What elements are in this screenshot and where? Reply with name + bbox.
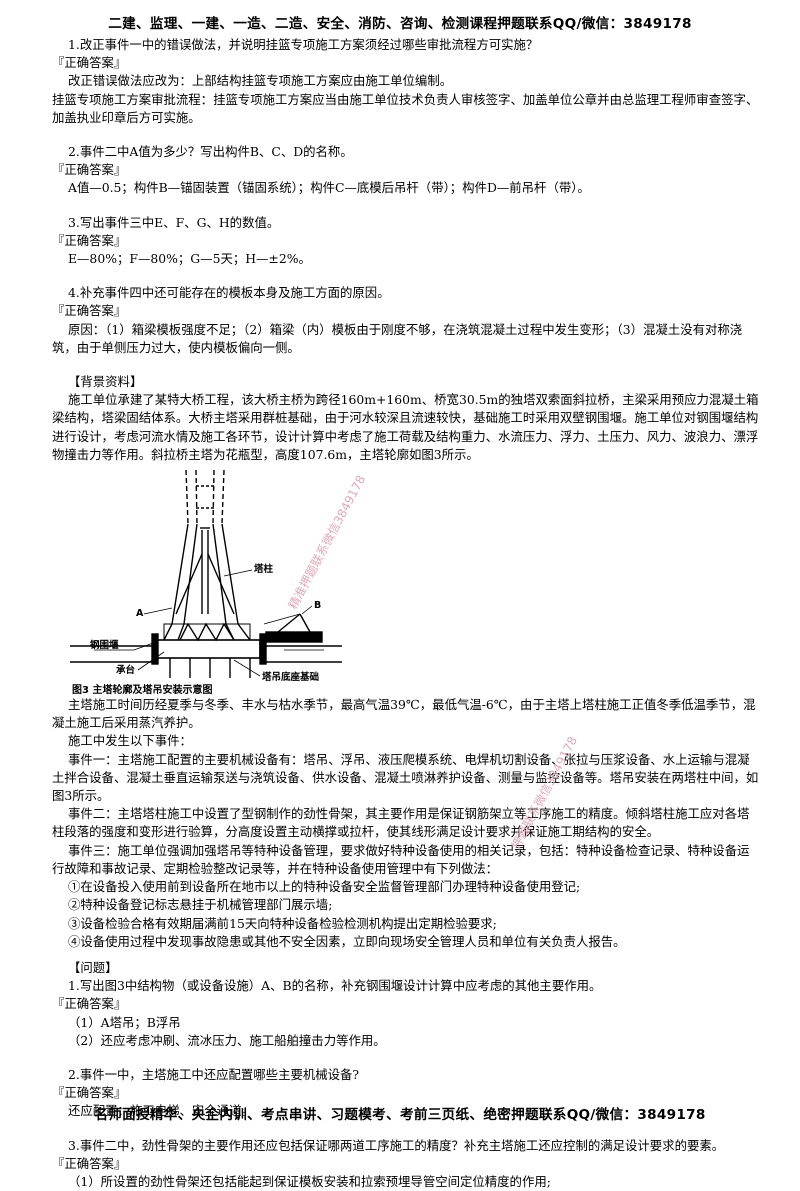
event-2: 事件二：主塔塔柱施工中设置了型钢制作的劲性骨架，其主要作用是保证钢筋架立等工序施… [52,806,750,840]
answer-label: 『正确答案』 [52,162,127,178]
label-crane-base: 塔吊底座基础 [262,671,320,683]
answer-text: 还应配置：施工电梯、安全通道。 [68,1103,254,1119]
page-header: 二建、监理、一建、一造、二造、安全、消防、咨询、检测课程押题联系QQ/微信：38… [108,16,692,32]
answer-text: E—80%；F—80%；G—5天；H—±2%。 [68,251,311,267]
paragraph: 施工中发生以下事件： [68,733,192,749]
question-1: 1.改正事件一中的错误做法，并说明挂篮专项施工方案须经过哪些审批流程方可实施？ [68,37,539,52]
question-2: 2.事件一中，主塔施工中还应配置哪些主要机械设备? [68,1066,360,1082]
question-1: 1.写出图3中结构物（或设备设施）A、B的名称，补充钢围堰设计计算中应考虑的其他… [68,978,602,994]
paragraph: 主塔施工时间历经夏季与冬季、丰水与枯水季节，最高气温39℃，最低气温-6℃，由于… [52,697,756,731]
answer-label: 『正确答案』 [52,232,127,248]
document-body: 1.改正事件一中的错误做法，并说明挂篮专项施工方案须经过哪些审批流程方可实施？ … [52,36,760,1191]
label-cofferdam: 钢围堰 [90,639,119,651]
background-text: 施工单位承建了某特大桥工程，该大桥主桥为跨径160m+160m、桥宽30.5m的… [52,392,759,462]
answer-label: 『正确答案』 [52,1085,127,1101]
answer-label: 『正确答案』 [52,55,127,71]
answer-text: （1）所设置的劲性骨架还包括能起到保证模板安装和拉索预埋导管空间定位精度的作用; [68,1173,551,1189]
list-item: ②特种设备登记标志悬挂于机械管理部门展示墙; [68,897,333,913]
figure-caption: 图3 主塔轮廓及塔吊安装示意图 [72,683,212,696]
answer-text: A值—0.5；构件B—锚固装置（锚固系统）；构件C—底模后吊杆（带）；构件D—前… [68,180,590,196]
question-3: 3.事件二中，劲性骨架的主要作用还应包括保证哪两道工序施工的精度？补充主塔施工还… [68,1137,725,1153]
question-4: 4.补充事件四中还可能存在的模板本身及施工方面的原因。 [68,285,390,301]
event-1: 事件一：主塔施工配置的主要机械设备有：塔吊、浮吊、液压爬模系统、电焊机切割设备、… [52,751,759,804]
questions-title: 【问题】 [68,959,118,975]
answer-label: 『正确答案』 [52,303,127,319]
answer-text: （2）还应考虑冲刷、流冰压力、施工船舶撞击力等作用。 [68,1032,386,1048]
figure-3: 塔柱 A B 钢围堰 承台 塔吊底座基础 图3 主塔轮廓及塔吊安装示意图 精准押… [52,464,760,696]
answer-text: 原因：（1）箱梁模板强度不足；（2）箱梁（内）模板由于刚度不够，在浇筑混凝土过程… [52,321,743,355]
answer-text: 挂篮专项施工方案审批流程：挂篮专项施工方案应当由施工单位技术负责人审核签字、加盖… [52,91,759,125]
list-item: ③设备检验合格有效期届满前15天向特种设备检验检测机构提出定期检验要求; [68,915,497,931]
background-title: 【背景资料】 [68,374,143,390]
event-3: 事件三：施工单位强调加强塔吊等特种设备管理，要求做好特种设备使用的相关记录，包括… [52,842,750,876]
label-A: A [136,608,144,619]
page-footer: 名师面授精华、央企内训、考点串讲、习题模考、考前三页纸、绝密押题联系QQ/微信：… [94,1107,706,1123]
question-3: 3.写出事件三中E、F、G、H的数值。 [68,214,280,230]
tower-diagram: 塔柱 A B 钢围堰 承台 塔吊底座基础 图3 主塔轮廓及塔吊安装示意图 [70,470,342,696]
label-pile-cap: 承台 [116,664,136,676]
answer-label: 『正确答案』 [52,1155,127,1171]
list-item: ④设备使用过程中发现事故隐患或其他不安全因素，立即向现场安全管理人员和单位有关负… [68,933,626,949]
question-2: 2.事件二中A值为多少？写出构件B、C、D的名称。 [68,144,353,160]
label-tower: 塔柱 [254,563,274,575]
label-B: B [314,600,321,611]
answer-text: 改正错误做法应改为：上部结构挂篮专项施工方案应由施工单位编制。 [68,73,453,89]
answer-label: 『正确答案』 [52,996,127,1012]
answer-text: （1）A塔吊；B浮吊 [68,1014,181,1030]
list-item: ①在设备投入使用前到设备所在地市以上的特种设备安全监督管理部门办理特种设备使用登… [68,879,581,895]
